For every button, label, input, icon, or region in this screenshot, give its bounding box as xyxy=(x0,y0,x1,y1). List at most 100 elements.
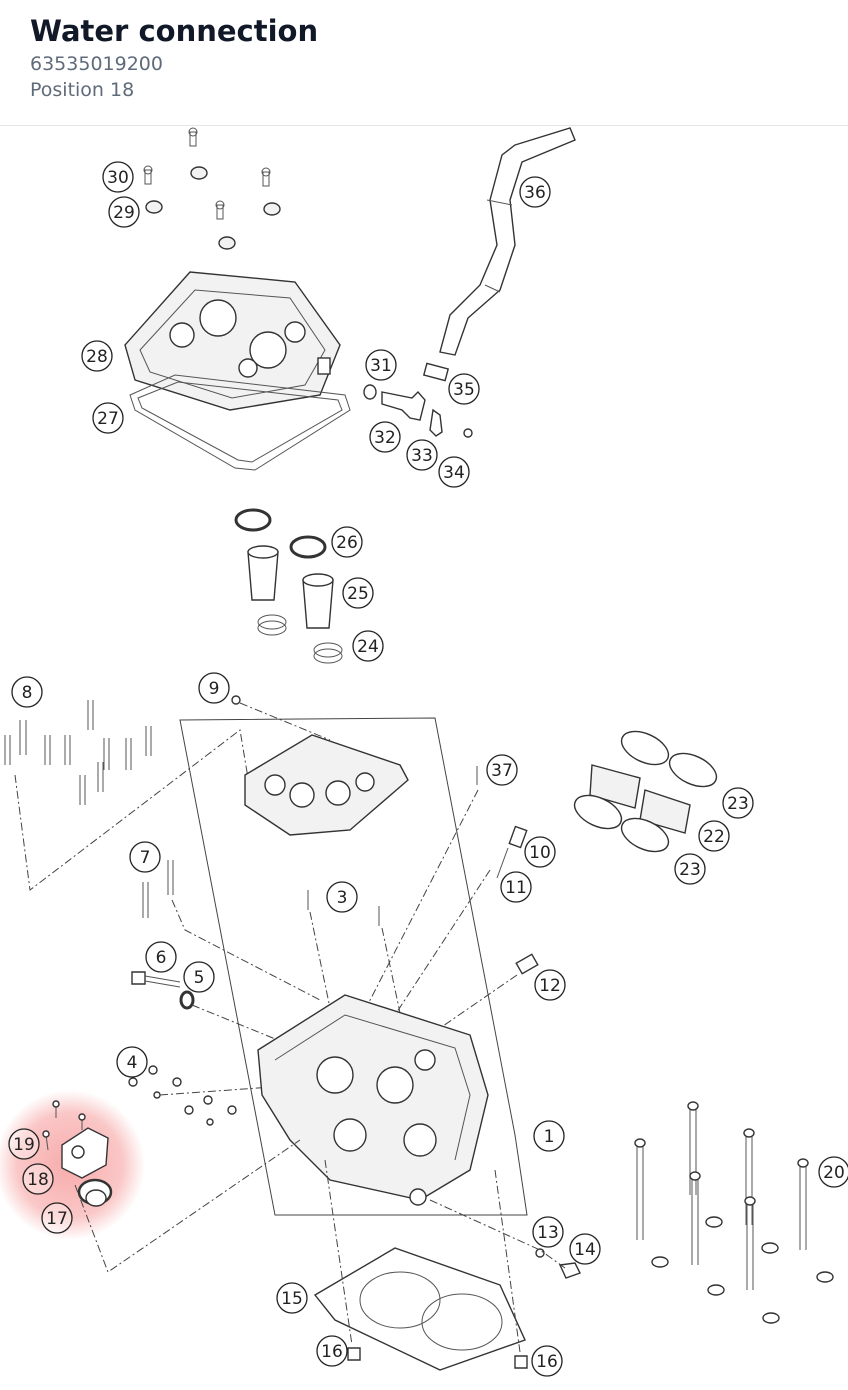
callout-number: 19 xyxy=(13,1135,35,1155)
callout-33[interactable]: 33 xyxy=(406,439,438,471)
callout-number: 28 xyxy=(86,347,108,367)
callout-number: 34 xyxy=(443,463,465,483)
callout-37[interactable]: 37 xyxy=(486,754,518,786)
callout-number: 1 xyxy=(544,1127,555,1147)
callout-number: 12 xyxy=(539,976,561,996)
callout-32[interactable]: 32 xyxy=(369,421,401,453)
callout-17[interactable]: 17 xyxy=(41,1202,73,1234)
callout-30[interactable]: 30 xyxy=(102,161,134,193)
callout-14[interactable]: 14 xyxy=(569,1233,601,1265)
callout-number: 24 xyxy=(357,637,379,657)
water-connection-18 xyxy=(42,1100,113,1207)
callout-circle xyxy=(8,1128,40,1160)
callout-36[interactable]: 36 xyxy=(519,176,551,208)
callout-circle xyxy=(524,836,556,868)
callout-circle xyxy=(145,941,177,973)
callout-18[interactable]: 18 xyxy=(22,1163,54,1195)
callout-16[interactable]: 16 xyxy=(316,1335,348,1367)
callout-circle xyxy=(276,1282,308,1314)
callout-circle xyxy=(532,1216,564,1248)
callout-number: 13 xyxy=(537,1223,559,1243)
callout-circle xyxy=(500,871,532,903)
callout-number: 30 xyxy=(107,168,129,188)
callout-circle xyxy=(531,1345,563,1377)
callout-circle xyxy=(365,349,397,381)
callout-number: 23 xyxy=(727,794,749,814)
callout-circle xyxy=(818,1156,848,1188)
callout-8[interactable]: 8 xyxy=(11,676,43,708)
exploded-parts-diagram: 1345678910111213141516161718192022232324… xyxy=(0,127,848,1377)
callout-9[interactable]: 9 xyxy=(198,672,230,704)
callout-26[interactable]: 26 xyxy=(331,526,363,558)
callout-circle xyxy=(116,1046,148,1078)
callout-6[interactable]: 6 xyxy=(145,941,177,973)
callout-24[interactable]: 24 xyxy=(352,630,384,662)
bolt-6 xyxy=(131,971,181,988)
callout-number: 15 xyxy=(281,1289,303,1309)
callout-circle xyxy=(81,340,113,372)
camshaft-carrier xyxy=(244,734,409,836)
callout-circle xyxy=(22,1163,54,1195)
callout-34[interactable]: 34 xyxy=(438,456,470,488)
callout-circle xyxy=(674,853,706,885)
bolt-set-20 xyxy=(636,1108,807,1290)
head-gasket xyxy=(313,1247,526,1371)
callout-29[interactable]: 29 xyxy=(108,196,140,228)
callout-circle xyxy=(92,402,124,434)
callout-circle xyxy=(352,630,384,662)
callout-circle xyxy=(331,526,363,558)
sensor-10 xyxy=(496,825,528,879)
callout-number: 8 xyxy=(22,683,33,703)
tube-35 xyxy=(422,362,450,382)
callout-12[interactable]: 12 xyxy=(534,969,566,1001)
callout-3[interactable]: 3 xyxy=(326,881,358,913)
callout-11[interactable]: 11 xyxy=(500,871,532,903)
callout-number: 23 xyxy=(679,860,701,880)
callout-35[interactable]: 35 xyxy=(448,373,480,405)
callout-circle xyxy=(316,1335,348,1367)
callout-10[interactable]: 10 xyxy=(524,836,556,868)
valve-cover-group xyxy=(124,127,351,471)
callout-number: 31 xyxy=(370,356,392,376)
callout-5[interactable]: 5 xyxy=(183,961,215,993)
callout-15[interactable]: 15 xyxy=(276,1282,308,1314)
callout-4[interactable]: 4 xyxy=(116,1046,148,1078)
callout-circle xyxy=(438,456,470,488)
callout-number: 32 xyxy=(374,428,396,448)
callout-circle xyxy=(326,881,358,913)
callout-7[interactable]: 7 xyxy=(129,841,161,873)
callout-number: 9 xyxy=(209,679,220,699)
callout-20[interactable]: 20 xyxy=(818,1156,848,1188)
callout-circle xyxy=(698,820,730,852)
callout-circle xyxy=(342,577,374,609)
callout-25[interactable]: 25 xyxy=(342,577,374,609)
callout-27[interactable]: 27 xyxy=(92,402,124,434)
callout-23[interactable]: 23 xyxy=(674,853,706,885)
callout-circle xyxy=(11,676,43,708)
callout-1[interactable]: 1 xyxy=(533,1120,565,1152)
callout-number: 17 xyxy=(46,1209,68,1229)
callout-circle xyxy=(722,787,754,819)
callout-28[interactable]: 28 xyxy=(81,340,113,372)
callout-circle xyxy=(369,421,401,453)
callout-number: 16 xyxy=(536,1352,558,1372)
callout-number: 6 xyxy=(156,948,167,968)
callout-31[interactable]: 31 xyxy=(365,349,397,381)
callout-number: 10 xyxy=(529,843,551,863)
cylinder-head xyxy=(257,994,489,1206)
callout-23[interactable]: 23 xyxy=(722,787,754,819)
callout-19[interactable]: 19 xyxy=(8,1128,40,1160)
callout-16[interactable]: 16 xyxy=(531,1345,563,1377)
callout-number: 37 xyxy=(491,761,513,781)
callout-circle xyxy=(129,841,161,873)
callout-number: 14 xyxy=(574,1240,596,1260)
callout-circle xyxy=(533,1120,565,1152)
callout-22[interactable]: 22 xyxy=(698,820,730,852)
callout-number: 4 xyxy=(127,1053,138,1073)
callout-circle xyxy=(486,754,518,786)
bolt-set-8 xyxy=(4,700,152,805)
callout-13[interactable]: 13 xyxy=(532,1216,564,1248)
callout-circle xyxy=(102,161,134,193)
callout-number: 11 xyxy=(505,878,527,898)
page-title: Water connection xyxy=(30,14,319,48)
